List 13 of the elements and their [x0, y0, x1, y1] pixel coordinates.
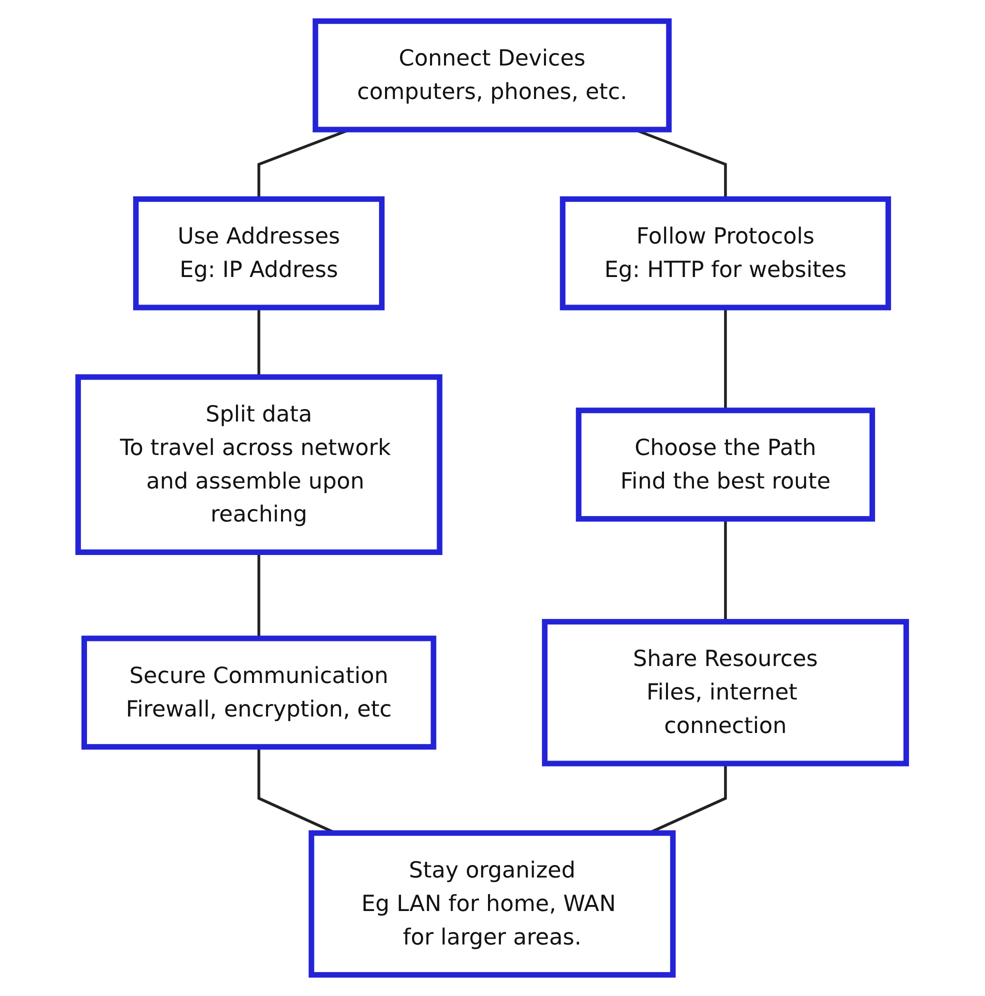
node-box	[82, 636, 437, 750]
connector	[258, 552, 261, 638]
node-box	[312, 18, 672, 132]
node-box	[576, 408, 876, 522]
node-box	[542, 618, 910, 766]
flowchart: Connect Devices computers, phones, etc. Use Addresses Eg: IP Address Follow Protocols Eg: HTTP for websites Split data To travel across network and assemble upon reaching Choose the Path Find the best route Secure Communication Firewall, encryption, etc Share Resources Files, internet connection Stay organized Eg LAN for home, WAN for larger areas.	[67, 10, 918, 986]
connector	[258, 308, 261, 378]
node-box	[76, 374, 443, 555]
connector	[724, 308, 728, 410]
connector	[724, 518, 728, 622]
node-box	[308, 830, 676, 978]
node-box	[133, 196, 385, 310]
node-box	[560, 196, 892, 310]
